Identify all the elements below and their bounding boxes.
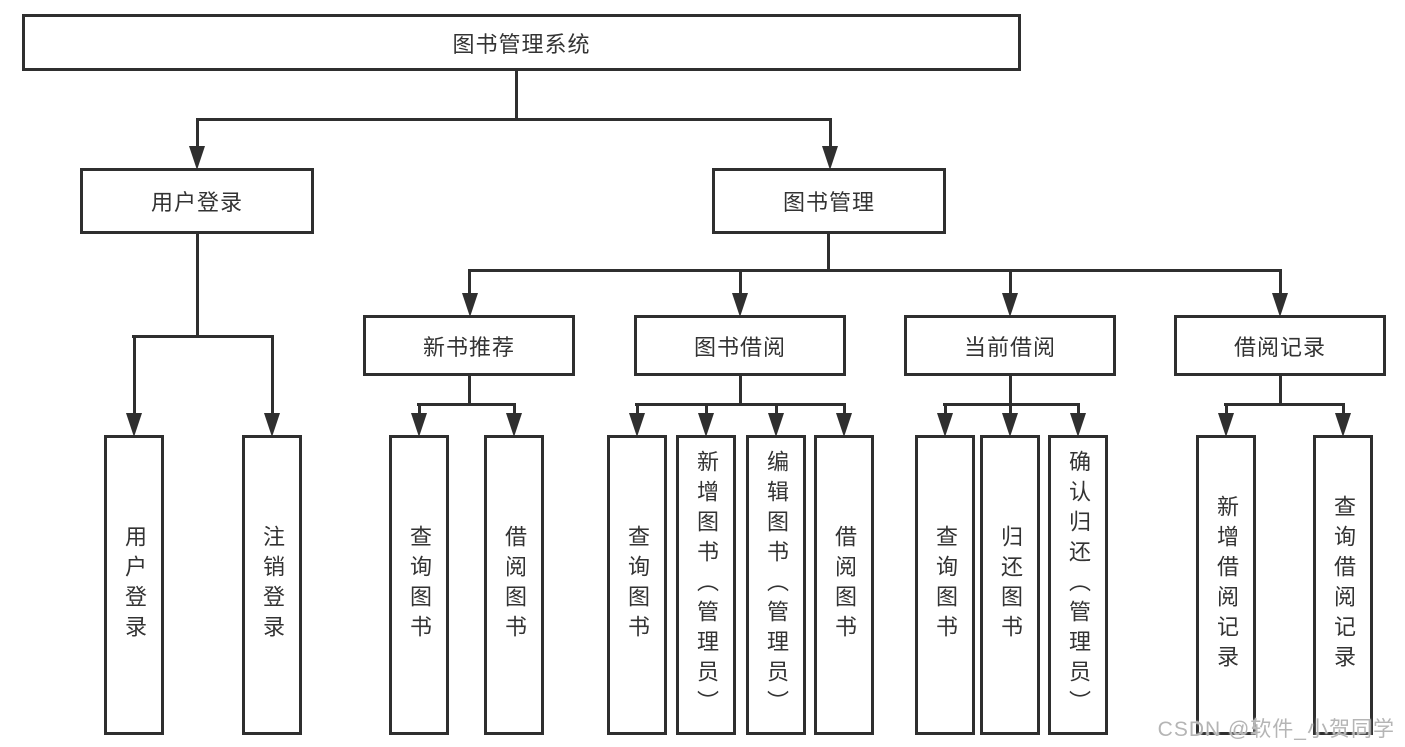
connector-line	[468, 376, 471, 406]
connector-line	[196, 119, 199, 150]
arrow-down-icon	[264, 413, 280, 437]
connector-line	[827, 234, 830, 271]
leaf-borrow-book: 借阅图书	[814, 435, 874, 735]
connector-line	[468, 269, 1282, 272]
node-label: 查询图书	[625, 525, 650, 645]
connector-line	[417, 403, 516, 406]
connector-line	[271, 336, 274, 416]
node-label: 用户登录	[150, 190, 243, 215]
node-label: 用户登录	[122, 525, 147, 645]
node-label: 确认归还（管理员）	[1066, 450, 1091, 720]
arrow-down-icon	[698, 413, 714, 437]
arrow-down-icon	[1218, 413, 1234, 437]
leaf-query-borrow-record: 查询借阅记录	[1313, 435, 1373, 735]
node-user-login: 用户登录	[80, 168, 314, 234]
connector-line	[515, 70, 518, 120]
arrow-down-icon	[1070, 413, 1086, 437]
connector-line	[513, 404, 516, 417]
arrow-down-icon	[732, 293, 748, 317]
leaf-query-book-recommend: 查询图书	[389, 435, 449, 735]
connector-line	[775, 404, 778, 417]
connector-line	[468, 270, 471, 296]
leaf-edit-book-admin: 编辑图书（管理员）	[746, 435, 806, 735]
arrow-down-icon	[937, 413, 953, 437]
arrow-down-icon	[1272, 293, 1288, 317]
node-label: 当前借阅	[963, 334, 1056, 360]
node-label: 图书管理	[782, 190, 875, 215]
node-label: 图书借阅	[693, 334, 786, 360]
arrow-down-icon	[1002, 413, 1018, 437]
node-current-borrow: 当前借阅	[904, 315, 1116, 376]
connector-line	[1279, 270, 1282, 296]
node-label: 编辑图书（管理员）	[764, 450, 789, 720]
connector-line	[1225, 404, 1228, 417]
arrow-down-icon	[189, 146, 205, 170]
node-label: 归还图书	[998, 525, 1023, 645]
connector-line	[635, 403, 846, 406]
connector-line	[133, 336, 136, 416]
connector-line	[829, 119, 832, 150]
connector-line	[636, 404, 639, 417]
connector-line	[1224, 403, 1345, 406]
leaf-logout: 注销登录	[242, 435, 302, 735]
leaf-return-book: 归还图书	[980, 435, 1040, 735]
node-root-system: 图书管理系统	[22, 14, 1021, 71]
leaf-query-book-current: 查询图书	[915, 435, 975, 735]
connector-line	[1279, 376, 1282, 406]
leaf-confirm-return-admin: 确认归还（管理员）	[1048, 435, 1108, 735]
arrow-down-icon	[411, 413, 427, 437]
node-label: 查询图书	[407, 525, 432, 645]
connector-line	[843, 404, 846, 417]
connector-line	[1077, 404, 1080, 417]
node-book-borrow: 图书借阅	[634, 315, 846, 376]
arrow-down-icon	[506, 413, 522, 437]
connector-line	[196, 118, 832, 121]
connector-line	[418, 404, 421, 417]
arrow-down-icon	[836, 413, 852, 437]
leaf-add-borrow-record: 新增借阅记录	[1196, 435, 1256, 735]
arrow-down-icon	[822, 146, 838, 170]
csdn-watermark: CSDN @软件_小贺同学	[1157, 718, 1395, 741]
node-book-management: 图书管理	[712, 168, 946, 234]
connector-line	[196, 234, 199, 337]
connector-line	[739, 270, 742, 296]
connector-line	[1009, 404, 1012, 417]
arrow-down-icon	[1002, 293, 1018, 317]
connector-line	[1009, 270, 1012, 296]
arrow-down-icon	[768, 413, 784, 437]
connector-line	[944, 404, 947, 417]
leaf-user-login: 用户登录	[104, 435, 164, 735]
node-new-book-recommend: 新书推荐	[363, 315, 575, 376]
connector-line	[739, 376, 742, 406]
connector-line	[132, 335, 274, 338]
arrow-down-icon	[1335, 413, 1351, 437]
node-label: 借阅图书	[832, 525, 857, 645]
node-label: 借阅记录	[1233, 334, 1326, 360]
connector-line	[1342, 404, 1345, 417]
leaf-add-book-admin: 新增图书（管理员）	[676, 435, 736, 735]
arrow-down-icon	[126, 413, 142, 437]
connector-line	[705, 404, 708, 417]
arrow-down-icon	[629, 413, 645, 437]
node-label: 注销登录	[260, 525, 285, 645]
node-label: 新增图书（管理员）	[694, 450, 719, 720]
node-label: 新增借阅记录	[1214, 495, 1239, 675]
leaf-borrow-book-recommend: 借阅图书	[484, 435, 544, 735]
node-label: 查询借阅记录	[1331, 495, 1356, 675]
node-label: 图书管理系统	[452, 31, 591, 57]
arrow-down-icon	[462, 293, 478, 317]
node-label: 新书推荐	[422, 334, 515, 360]
connector-line	[1009, 376, 1012, 406]
node-label: 查询图书	[933, 525, 958, 645]
node-borrow-record: 借阅记录	[1174, 315, 1386, 376]
node-label: 借阅图书	[502, 525, 527, 645]
leaf-query-book-borrow: 查询图书	[607, 435, 667, 735]
